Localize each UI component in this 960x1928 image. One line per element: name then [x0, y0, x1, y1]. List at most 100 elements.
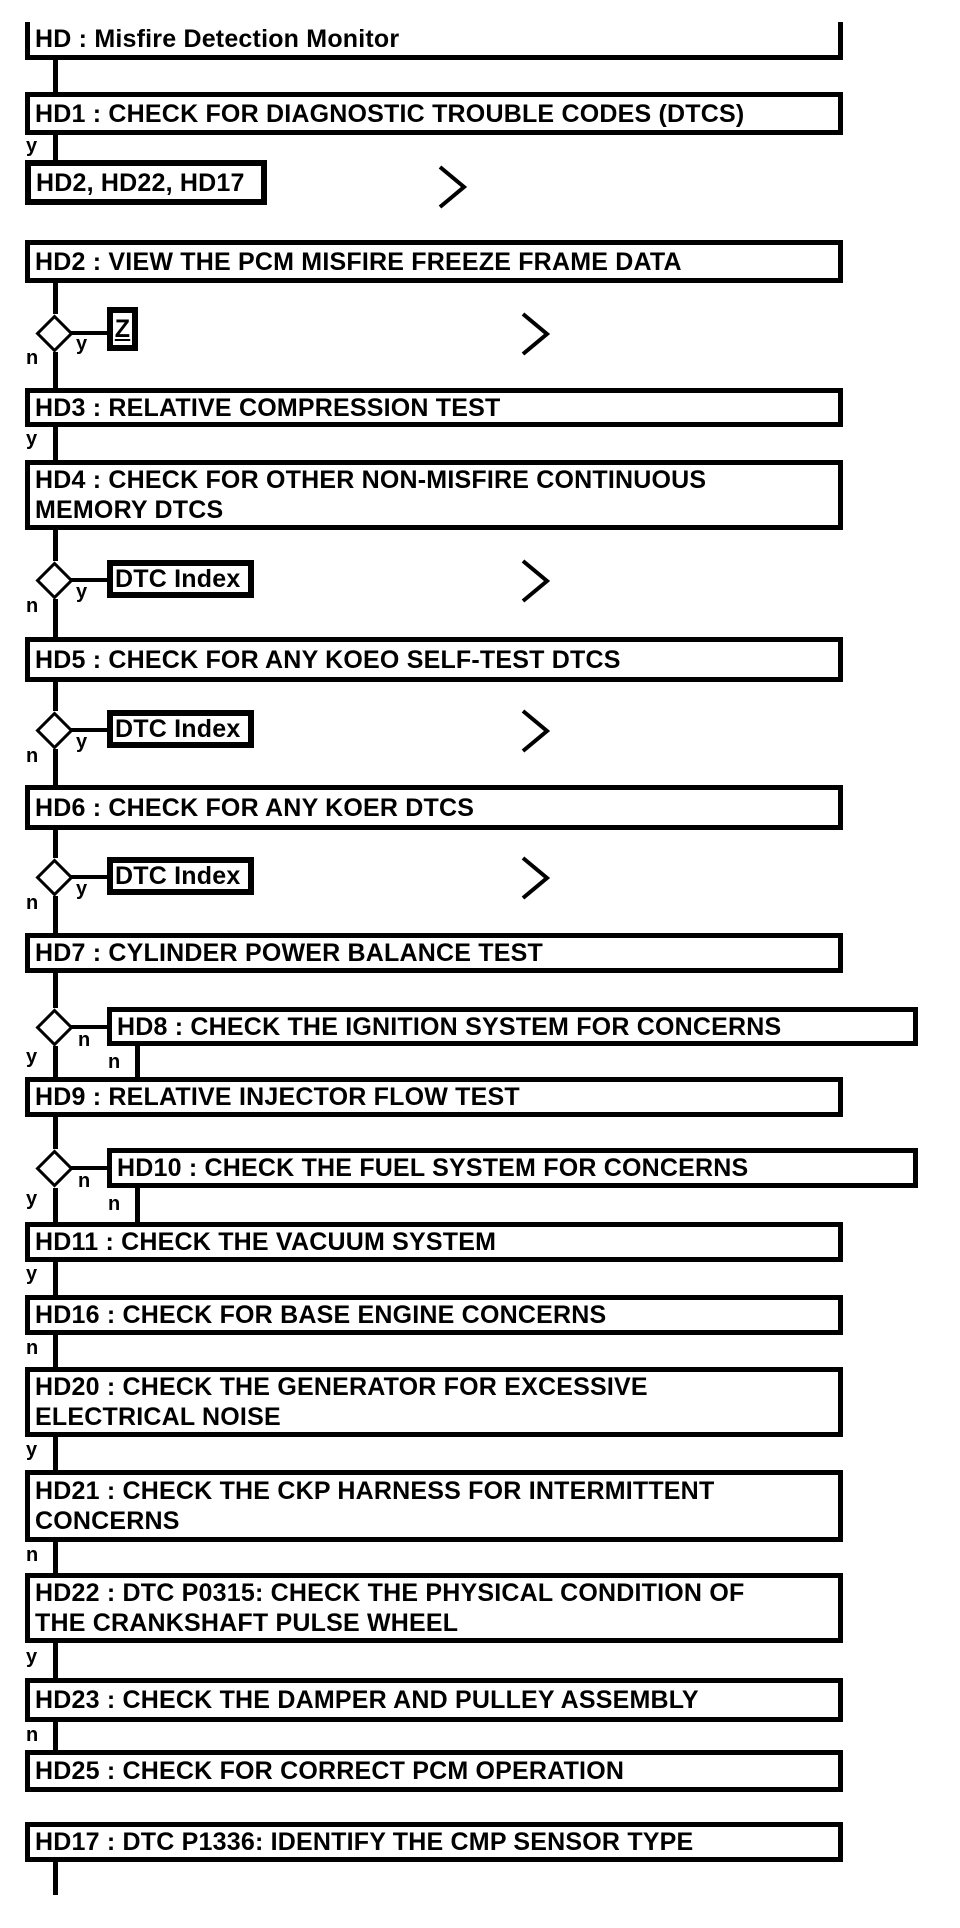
branch-label-n: n — [26, 892, 39, 914]
connector-hd3-hd4 — [53, 427, 58, 460]
node-hd2-label: HD2 : VIEW THE PCM MISFIRE FREEZE FRAME … — [35, 247, 682, 276]
branch-label-y: y — [76, 878, 88, 900]
connector-title-hd1 — [53, 60, 58, 92]
node-hd16-label: HD16 : CHECK FOR BASE ENGINE CONCERNS — [35, 1301, 607, 1329]
node-hd4-label: HD4 : CHECK FOR OTHER NON-MISFIRE CONTIN… — [35, 466, 707, 524]
connector-hd2-diamond — [53, 283, 58, 314]
node-hd1[interactable]: HD1 : CHECK FOR DIAGNOSTIC TROUBLE CODES… — [25, 92, 843, 135]
connector-hd11-hd16 — [53, 1262, 58, 1295]
branch-label-n: n — [26, 1337, 39, 1359]
link-box-dtc-index-2[interactable]: DTC Index — [107, 710, 254, 748]
connector-hd10-hd11 — [135, 1188, 140, 1222]
decision-diamond-hd9 — [35, 1149, 74, 1188]
branch-label-n: n — [26, 1724, 39, 1746]
node-hd5-label: HD5 : CHECK FOR ANY KOEO SELF-TEST DTCS — [35, 645, 621, 674]
node-hd10[interactable]: HD10 : CHECK THE FUEL SYSTEM FOR CONCERN… — [107, 1148, 918, 1188]
continue-chevron-2 — [521, 312, 551, 356]
continue-chevron-5 — [521, 856, 551, 900]
branch-label-n: n — [78, 1170, 91, 1192]
connector-hd16-hd20 — [53, 1335, 58, 1367]
branch-label-n: n — [78, 1029, 91, 1051]
branch-label-y: y — [26, 135, 38, 157]
connector-hd7-diamond — [53, 973, 58, 1008]
decision-diamond-hd7 — [35, 1008, 74, 1047]
node-hd17[interactable]: HD17 : DTC P1336: IDENTIFY THE CMP SENSO… — [25, 1822, 843, 1862]
link-box-dtc-index-label: DTC Index — [115, 565, 241, 593]
connector-hd20-hd21 — [53, 1437, 58, 1470]
node-hd6-label: HD6 : CHECK FOR ANY KOER DTCS — [35, 793, 475, 822]
connector-diamond-hd6 — [53, 749, 58, 785]
connector-diamond-hd8 — [71, 1025, 107, 1029]
branch-label-y: y — [76, 581, 88, 603]
connector-hd21-hd22 — [53, 1542, 58, 1573]
node-hd20-label: HD20 : CHECK THE GENERATOR FOR EXCESSIVE… — [35, 1373, 648, 1431]
link-box-dtc-index-label: DTC Index — [115, 862, 241, 890]
node-hd23[interactable]: HD23 : CHECK THE DAMPER AND PULLEY ASSEM… — [25, 1678, 843, 1722]
node-hd2[interactable]: HD2 : VIEW THE PCM MISFIRE FREEZE FRAME … — [25, 240, 843, 283]
branch-label-y: y — [26, 1046, 38, 1068]
connector-hd8-hd9 — [135, 1046, 140, 1077]
connector-diamond-hd9 — [53, 1046, 58, 1077]
connector-hd6-diamond — [53, 830, 58, 858]
node-hd-title-label: HD : Misfire Detection Monitor — [35, 24, 400, 53]
link-box-dtc-index-label: DTC Index — [115, 715, 241, 743]
connector-diamond-hd11 — [53, 1188, 58, 1222]
connector-hd17-continues — [53, 1862, 58, 1895]
connector-diamond-hd10 — [71, 1166, 107, 1170]
node-hd4[interactable]: HD4 : CHECK FOR OTHER NON-MISFIRE CONTIN… — [25, 460, 843, 530]
node-hd23-label: HD23 : CHECK THE DAMPER AND PULLEY ASSEM… — [35, 1686, 699, 1714]
connector-diamond-hd3 — [53, 352, 58, 388]
node-hd25[interactable]: HD25 : CHECK FOR CORRECT PCM OPERATION — [25, 1750, 843, 1792]
branch-label-n: n — [26, 347, 39, 369]
node-hd10-label: HD10 : CHECK THE FUEL SYSTEM FOR CONCERN… — [117, 1154, 749, 1182]
node-hd3-label: HD3 : RELATIVE COMPRESSION TEST — [35, 393, 501, 422]
branch-label-y: y — [26, 1439, 38, 1461]
node-hd20[interactable]: HD20 : CHECK THE GENERATOR FOR EXCESSIVE… — [25, 1367, 843, 1437]
node-hd17-label: HD17 : DTC P1336: IDENTIFY THE CMP SENSO… — [35, 1828, 694, 1856]
node-hd16[interactable]: HD16 : CHECK FOR BASE ENGINE CONCERNS — [25, 1295, 843, 1335]
node-hd5[interactable]: HD5 : CHECK FOR ANY KOEO SELF-TEST DTCS — [25, 637, 843, 682]
node-hd21[interactable]: HD21 : CHECK THE CKP HARNESS FOR INTERMI… — [25, 1470, 843, 1542]
node-hd11-label: HD11 : CHECK THE VACUUM SYSTEM — [35, 1228, 497, 1256]
branch-label-n: n — [26, 745, 39, 767]
connector-hd5-diamond — [53, 682, 58, 711]
node-hd6[interactable]: HD6 : CHECK FOR ANY KOER DTCS — [25, 785, 843, 830]
branch-label-y: y — [26, 428, 38, 450]
link-box-dtc-index-3[interactable]: DTC Index — [107, 857, 254, 895]
node-hd22[interactable]: HD22 : DTC P0315: CHECK THE PHYSICAL CON… — [25, 1573, 843, 1643]
decision-diamond-hd5 — [35, 711, 74, 750]
node-hd21-label: HD21 : CHECK THE CKP HARNESS FOR INTERMI… — [35, 1477, 715, 1535]
node-hd8-label: HD8 : CHECK THE IGNITION SYSTEM FOR CONC… — [117, 1012, 782, 1041]
branch-label-n: n — [108, 1193, 121, 1215]
node-hd8[interactable]: HD8 : CHECK THE IGNITION SYSTEM FOR CONC… — [107, 1007, 918, 1046]
connector-hd4-diamond — [53, 530, 58, 561]
decision-diamond-hd6 — [35, 858, 74, 897]
node-hd7-label: HD7 : CYLINDER POWER BALANCE TEST — [35, 939, 544, 967]
connector-diamond-hd7 — [53, 896, 58, 933]
node-hd9[interactable]: HD9 : RELATIVE INJECTOR FLOW TEST — [25, 1077, 843, 1117]
decision-diamond-hd2 — [35, 314, 74, 353]
continue-chevron-3 — [521, 559, 551, 603]
node-hd11[interactable]: HD11 : CHECK THE VACUUM SYSTEM — [25, 1222, 843, 1262]
decision-diamond-hd4 — [35, 561, 74, 600]
node-hd3[interactable]: HD3 : RELATIVE COMPRESSION TEST — [25, 388, 843, 427]
node-hd-title: HD : Misfire Detection Monitor — [25, 22, 843, 60]
link-box-z[interactable]: Z — [107, 307, 138, 351]
link-box-dtc-index-1[interactable]: DTC Index — [107, 560, 254, 598]
node-hd7[interactable]: HD7 : CYLINDER POWER BALANCE TEST — [25, 933, 843, 973]
branch-label-n: n — [26, 1544, 39, 1566]
connector-hd23-hd25 — [53, 1722, 58, 1750]
node-hd22-label: HD22 : DTC P0315: CHECK THE PHYSICAL CON… — [35, 1579, 745, 1637]
connector-diamond-dtc3 — [71, 875, 107, 879]
branch-label-y: y — [76, 731, 88, 753]
link-box-hd1-targets[interactable]: HD2, HD22, HD17 — [25, 160, 267, 205]
connector-diamond-dtc1 — [71, 578, 107, 582]
node-hd1-label: HD1 : CHECK FOR DIAGNOSTIC TROUBLE CODES… — [35, 99, 745, 128]
branch-label-y: y — [76, 333, 88, 355]
connector-hd9-diamond — [53, 1117, 58, 1149]
connector-diamond-z — [71, 331, 107, 335]
continue-chevron-1 — [438, 165, 468, 209]
connector-diamond-hd5 — [53, 599, 58, 637]
connector-hd22-hd23 — [53, 1643, 58, 1678]
